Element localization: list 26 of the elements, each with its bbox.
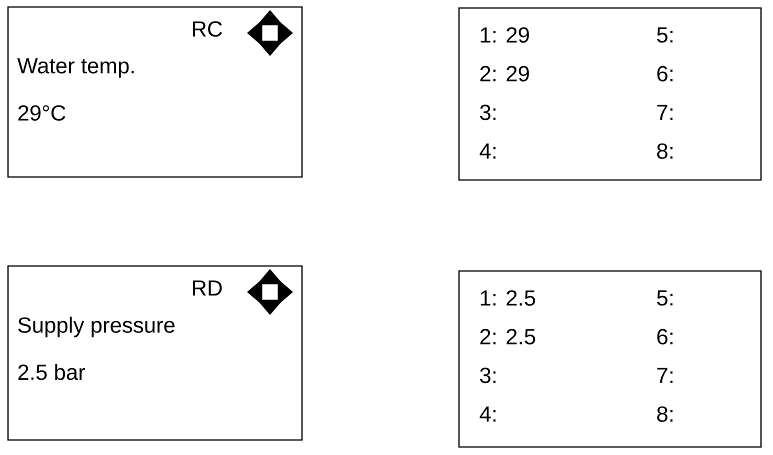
code-label: RC [192,21,222,37]
code-label: RD [192,280,222,296]
display-panel [458,7,762,181]
channel-value: 4: [480,406,496,422]
channel-value: 1: 2.5 [480,290,536,306]
channel-value: 1: 29 [480,27,529,43]
display-panel [7,6,303,178]
channel-value: 4: [480,144,496,159]
parameter-name: Supply pressure [18,316,175,338]
channel-value: 3: [480,368,496,384]
parameter-value: 29°C [18,105,66,121]
channel-value: 7: [657,104,672,120]
display-panel [458,270,762,448]
channel-value: 2: 29 [480,66,529,82]
channel-value: 7: [657,368,672,383]
channel-value: 5: [657,290,672,306]
channel-value: 8: [657,143,672,159]
channel-value: 3: [480,104,496,120]
display-panel [7,265,303,441]
parameter-value: 2.5 bar [18,364,86,380]
channel-value: 6: [657,328,672,344]
parameter-name: Water temp. [17,58,134,78]
channel-value: 2: 2.5 [480,328,536,344]
channel-value: 6: [657,66,672,82]
channel-value: 5: [657,27,672,43]
channel-value: 8: [657,406,672,422]
